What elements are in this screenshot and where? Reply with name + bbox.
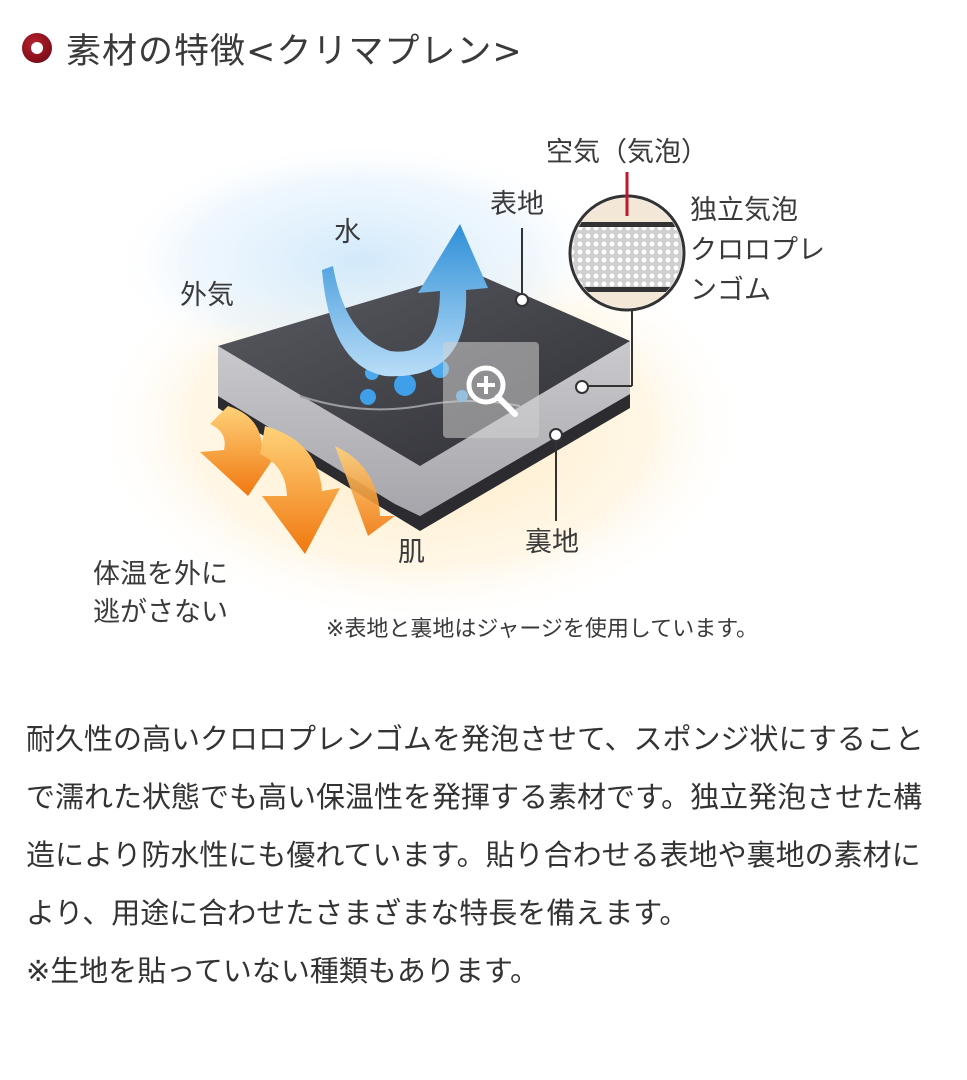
diagram-illustration <box>90 141 750 626</box>
label-outer-fabric: 表地 <box>490 189 544 220</box>
description: 耐久性の高いクロロプレンゴムを発泡させて、スポンジ状にすることで濡れた状態でも高… <box>26 710 941 1000</box>
label-outside-air: 外気 <box>180 280 234 311</box>
label-air-bubble: 空気（気泡） <box>546 137 708 168</box>
zoom-in-icon <box>466 365 518 417</box>
zoom-button[interactable] <box>443 342 539 438</box>
description-footnote: ※生地を貼っていない種類もあります。 <box>26 954 539 988</box>
water-arrow <box>322 224 488 377</box>
section-heading: 素材の特徴<クリマプレン> <box>22 22 523 74</box>
section-title: 素材の特徴<クリマプレン> <box>66 31 523 72</box>
label-closed-cell-2: クロロプレ <box>690 235 825 266</box>
material-diagram: 空気（気泡） 表地 水 外気 独立気泡 クロロプレ ンゴム 裏地 肌 体温を外に… <box>0 96 967 676</box>
label-keep-warm-2: 逃がさない <box>93 597 228 628</box>
diagram-note: ※表地と裏地はジャージを使用しています。 <box>326 617 759 642</box>
label-closed-cell-3: ンゴム <box>690 275 771 306</box>
heat-arrow-1 <box>200 406 282 496</box>
label-water: 水 <box>334 217 361 248</box>
bullet-icon <box>22 33 52 63</box>
label-inner-fabric: 裏地 <box>525 527 579 558</box>
label-closed-cell-1: 独立気泡 <box>690 195 798 226</box>
label-skin: 肌 <box>398 537 425 568</box>
heat-arrow-2 <box>260 426 340 554</box>
description-paragraph: 耐久性の高いクロロプレンゴムを発泡させて、スポンジ状にすることで濡れた状態でも高… <box>26 722 924 930</box>
label-keep-warm-1: 体温を外に <box>93 559 228 590</box>
